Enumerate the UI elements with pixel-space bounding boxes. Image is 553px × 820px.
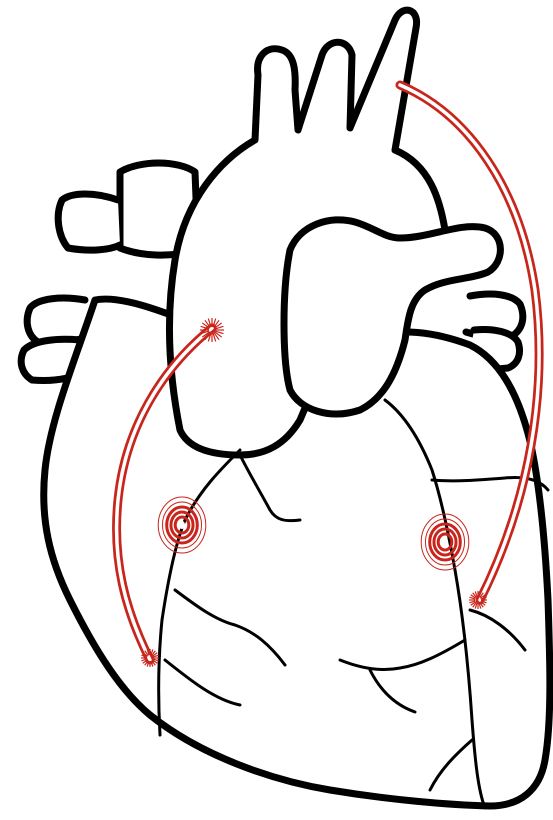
pulmonary-vein-upper-left (58, 194, 120, 250)
